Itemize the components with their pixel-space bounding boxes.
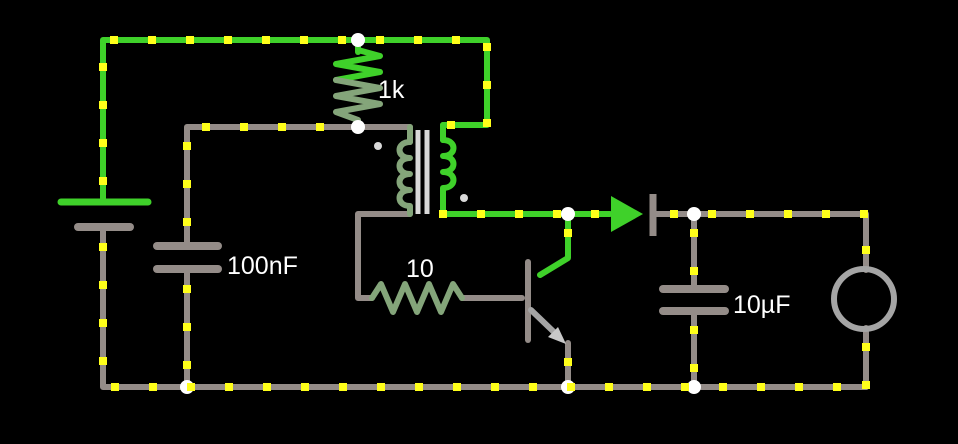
resistor-10-label: 10: [406, 255, 434, 283]
current-dot: [795, 383, 803, 391]
current-dot: [447, 121, 455, 129]
current-dot: [339, 383, 347, 391]
current-dot: [183, 361, 191, 369]
current-dot: [452, 36, 460, 44]
current-dot: [186, 36, 194, 44]
resistor-1k-label: 1k: [378, 76, 405, 104]
current-dot: [110, 36, 118, 44]
current-dot: [99, 243, 107, 251]
diode: [611, 194, 657, 236]
current-dot: [263, 383, 271, 391]
current-dot: [529, 383, 537, 391]
current-dot: [491, 383, 499, 391]
current-dot: [708, 210, 716, 218]
current-dot: [183, 180, 191, 188]
current-dot: [183, 285, 191, 293]
current-dot: [99, 281, 107, 289]
current-dot: [567, 383, 575, 391]
current-dot: [862, 246, 870, 254]
current-dot: [862, 381, 870, 389]
current-dot: [183, 142, 191, 150]
current-dot: [301, 383, 309, 391]
current-dot: [564, 229, 572, 237]
resistor-1k: 1k: [333, 47, 405, 130]
current-dot: [415, 383, 423, 391]
diode-triangle: [611, 196, 643, 232]
current-flow-dots: [99, 36, 870, 391]
current-dot: [414, 36, 422, 44]
current-dot: [224, 36, 232, 44]
current-dot: [300, 36, 308, 44]
current-dot: [99, 357, 107, 365]
current-dot: [477, 210, 485, 218]
current-dot: [860, 210, 868, 218]
current-dot: [564, 358, 572, 366]
current-dot: [148, 36, 156, 44]
current-dot: [338, 36, 346, 44]
current-dot: [99, 63, 107, 71]
current-dot: [202, 123, 210, 131]
battery: [57, 198, 152, 231]
current-dot: [690, 364, 698, 372]
current-dot: [483, 119, 491, 127]
current-dot: [822, 210, 830, 218]
current-dot: [605, 383, 613, 391]
current-dot: [439, 210, 447, 218]
transformer-polarity-dot-secondary: [460, 194, 468, 202]
current-dot: [746, 210, 754, 218]
resistor-10: 10: [369, 255, 465, 315]
current-dot: [515, 210, 523, 218]
current-dot: [784, 210, 792, 218]
current-dot: [99, 139, 107, 147]
current-dot: [99, 101, 107, 109]
current-dot: [453, 383, 461, 391]
current-dot: [376, 36, 384, 44]
current-dot: [99, 319, 107, 327]
wire-gray-network: [100, 124, 869, 390]
current-dot: [278, 123, 286, 131]
current-dot: [690, 229, 698, 237]
current-dot: [862, 343, 870, 351]
current-dot: [690, 326, 698, 334]
current-dot: [681, 383, 689, 391]
current-dot: [553, 210, 561, 218]
current-dot: [591, 210, 599, 218]
current-dot: [316, 123, 324, 131]
load-lamp: [831, 266, 897, 332]
current-dot: [377, 383, 385, 391]
current-dot: [833, 383, 841, 391]
current-dot: [483, 81, 491, 89]
capacitor-10uf: 10µF: [659, 285, 790, 319]
current-dot: [670, 210, 678, 218]
current-dot: [187, 383, 195, 391]
current-dot: [719, 383, 727, 391]
npn-transistor: [525, 259, 566, 344]
transistor-emitter-arrow: [548, 327, 566, 344]
current-dot: [183, 323, 191, 331]
current-dot: [240, 123, 248, 131]
current-dot: [111, 383, 119, 391]
current-dot: [225, 383, 233, 391]
current-dot: [643, 383, 651, 391]
transformer: [374, 122, 468, 217]
current-dot: [149, 383, 157, 391]
capacitor-100nf-label: 100nF: [227, 252, 298, 280]
current-dot: [183, 218, 191, 226]
current-dot: [483, 43, 491, 51]
capacitor-100nf: 100nF: [153, 242, 298, 280]
current-dot: [99, 177, 107, 185]
current-dot: [262, 36, 270, 44]
current-dot: [690, 267, 698, 275]
current-dot: [757, 383, 765, 391]
transformer-polarity-dot-primary: [374, 142, 382, 150]
capacitor-10uf-label: 10µF: [733, 291, 790, 319]
